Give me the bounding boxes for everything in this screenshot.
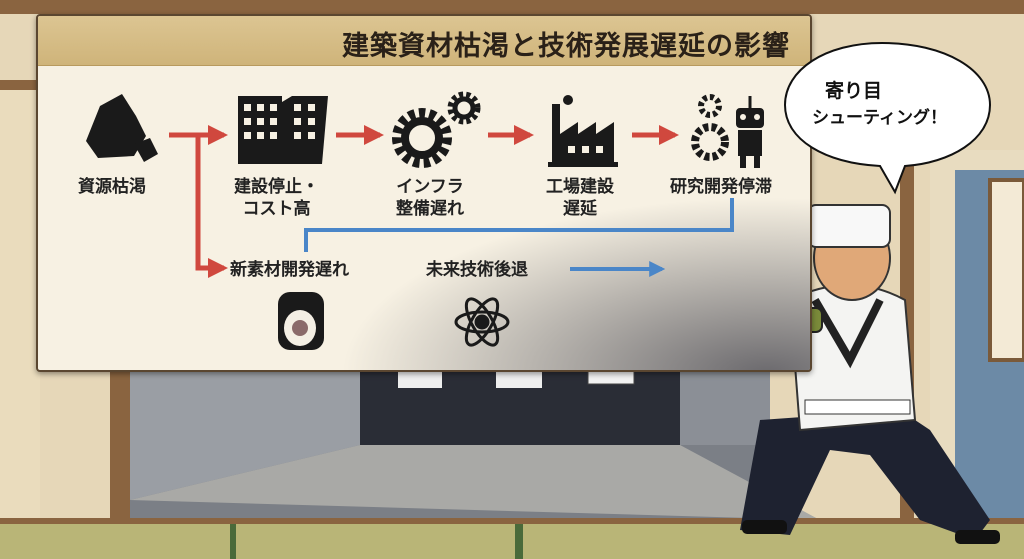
label-line: コスト高 bbox=[242, 199, 311, 219]
robot-gears-icon bbox=[691, 94, 764, 168]
label-line: 遅延 bbox=[563, 199, 597, 219]
coal-rock-icon bbox=[86, 94, 158, 162]
label-line: 整備遅れ bbox=[396, 199, 464, 219]
factory-icon bbox=[548, 95, 618, 167]
flow-arrow-branch bbox=[195, 135, 228, 278]
broken-building-icon bbox=[238, 96, 328, 164]
node-label-construction-halt: 建設停止・ コスト高 bbox=[234, 176, 319, 220]
atom-icon bbox=[454, 297, 510, 347]
diagram-panel: 建築資材枯渇と技術発展遅延の影響 bbox=[36, 14, 812, 372]
label-line: 工場建設 bbox=[546, 177, 614, 197]
node-label-resource-depletion: 資源枯渇 bbox=[78, 177, 146, 197]
node-label-rnd-stagnation: 研究開発停滞 bbox=[670, 177, 772, 197]
node-label-factory-delay: 工場建設 遅延 bbox=[546, 176, 614, 220]
gears-icon bbox=[392, 91, 481, 168]
label-line: インフラ bbox=[396, 177, 464, 197]
speech-bubble-line1: 寄り目 bbox=[825, 80, 883, 102]
speech-bubble-line2: シューティング！ bbox=[812, 108, 947, 128]
title-bar: 建築資材枯渇と技術発展遅延の影響 bbox=[38, 16, 810, 66]
label-line: 建設停止・ bbox=[234, 177, 319, 197]
node-label-infrastructure-delay: インフラ 整備遅れ bbox=[396, 176, 464, 220]
diagram-title: 建築資材枯渇と技術発展遅延の影響 bbox=[342, 31, 790, 62]
feedback-line bbox=[304, 198, 734, 252]
node-label-future-tech-regression: 未来技術後退 bbox=[426, 260, 528, 280]
node-label-new-materials-delay: 新素材開発遅れ bbox=[230, 260, 349, 280]
sushi-roll-icon bbox=[278, 292, 324, 350]
diagram-graphics bbox=[86, 91, 764, 350]
